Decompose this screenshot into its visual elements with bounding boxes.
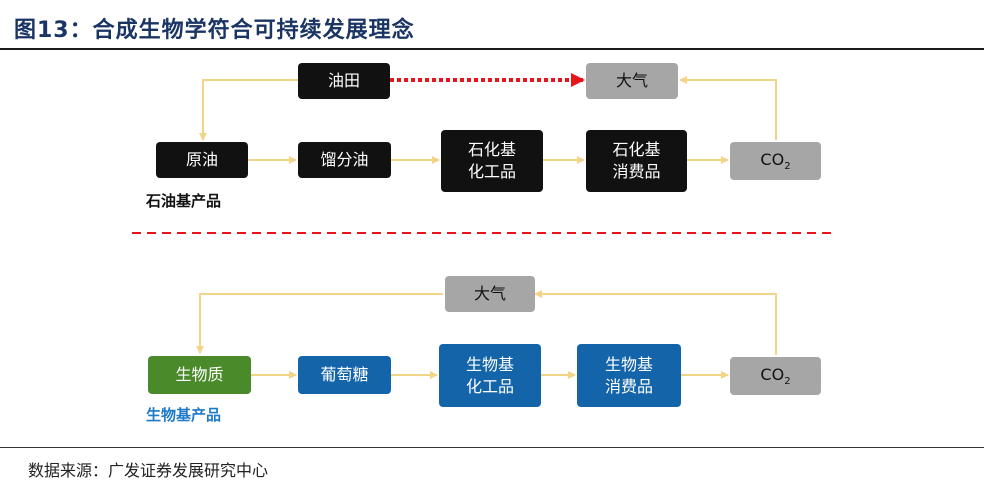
petro-chemicals-line1: 石化基 [467, 140, 516, 159]
co2-bio-label: CO2 [760, 364, 791, 387]
atmosphere-bio-label: 大气 [473, 284, 506, 303]
title-rule [0, 48, 984, 50]
oilfield-box: 油田 [298, 63, 390, 99]
bio-consumer-line2: 消费品 [604, 376, 653, 396]
crude-oil-label: 原油 [185, 150, 218, 169]
distillate-label: 馏分油 [320, 150, 369, 169]
oilfield-to-crude-arrow [199, 79, 298, 141]
co2-bio-box: CO2 [730, 357, 821, 395]
petro-chemicals-line2: 化工品 [467, 162, 516, 181]
glucose-label: 葡萄糖 [320, 365, 369, 384]
biomass-box: 生物质 [148, 356, 251, 394]
petro-chemicals-box: 石化基 化工品 [441, 130, 543, 192]
co2-to-atmosphere-bio-arrow [534, 290, 777, 355]
bio-consumer-line1: 生物基 [604, 354, 653, 374]
petro-consumer-line2: 消费品 [612, 162, 661, 181]
petro-consumer-box: 石化基 消费品 [586, 130, 687, 192]
source-rule [0, 447, 984, 448]
petro-products-caption: 石油基产品 [146, 192, 222, 210]
biomass-label: 生物质 [175, 365, 224, 384]
source-note: 数据来源：广发证券发展研究中心 [28, 461, 269, 480]
crude-oil-box: 原油 [156, 142, 248, 178]
co2-label: CO2 [760, 149, 791, 172]
atmosphere-bio-box: 大气 [445, 276, 535, 312]
glucose-box: 葡萄糖 [298, 356, 391, 394]
petro-consumer-line1: 石化基 [612, 140, 661, 159]
figure-title: 图13：合成生物学符合可持续发展理念 [14, 18, 415, 43]
bio-chemicals-line2: 化工品 [465, 376, 514, 396]
co2-to-atmosphere-arrow [679, 76, 777, 140]
bio-chemicals-line1: 生物基 [465, 354, 514, 374]
co2-box: CO2 [730, 142, 821, 180]
atmosphere-to-biomass-arrow [196, 293, 443, 354]
distillate-box: 馏分油 [298, 142, 391, 178]
bio-chemicals-box: 生物基 化工品 [439, 344, 541, 407]
atmosphere-box: 大气 [586, 63, 678, 99]
bio-consumer-box: 生物基 消费品 [577, 344, 681, 407]
bio-products-caption: 生物基产品 [146, 406, 222, 424]
oilfield-label: 油田 [327, 71, 360, 90]
atmosphere-label: 大气 [615, 71, 648, 90]
